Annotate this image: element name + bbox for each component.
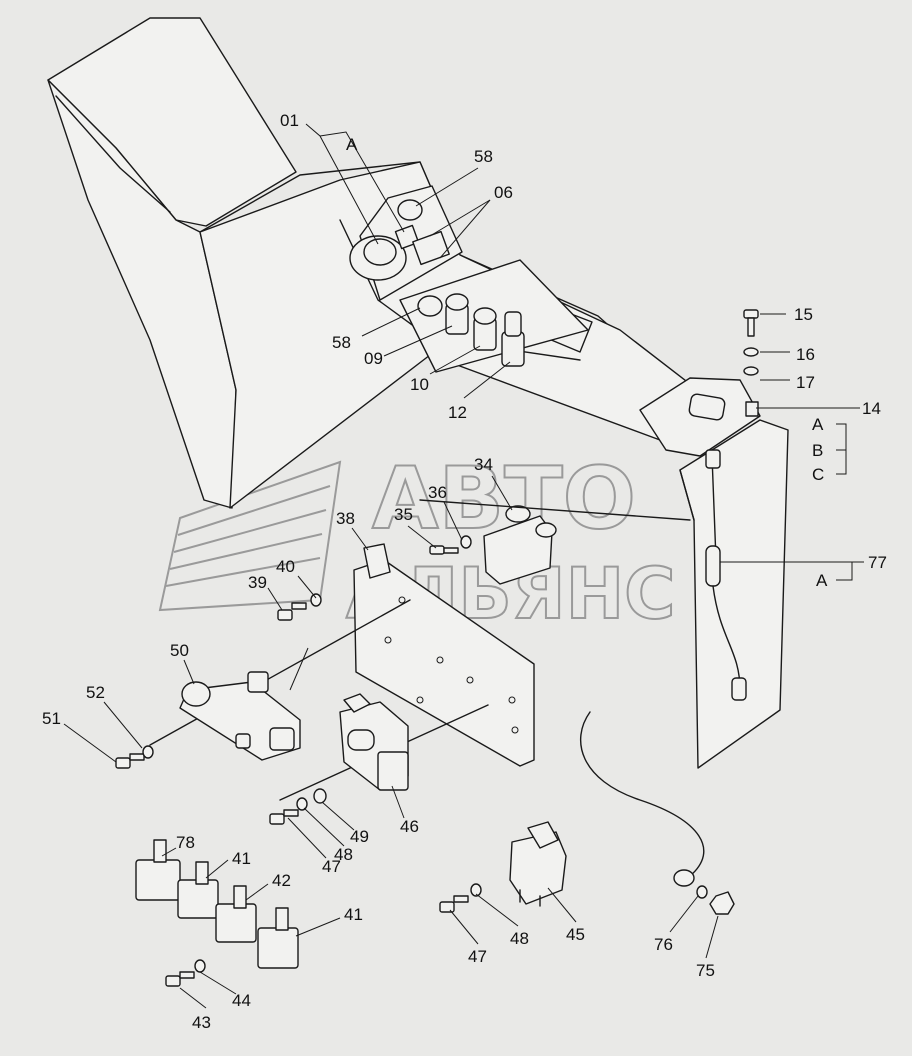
label-58-top: 58 [474, 147, 493, 166]
leader-lines [63, 123, 864, 1009]
label-41-upper: 41 [232, 849, 251, 868]
label-14-A: A [812, 415, 824, 434]
relay-45 [509, 821, 567, 907]
label-15: 15 [794, 305, 813, 324]
label-77-A: A [816, 571, 828, 590]
label-47-right: 47 [468, 947, 487, 966]
label-48: 48 [334, 845, 353, 864]
screws [277, 535, 472, 621]
small-relays [135, 839, 299, 969]
label-41-lower: 41 [344, 905, 363, 924]
label-44: 44 [232, 991, 251, 1010]
bolt-washers-15-17 [743, 309, 759, 376]
electrical-box [639, 377, 789, 769]
screw-43 [165, 959, 206, 987]
label-42: 42 [272, 871, 291, 890]
label-52: 52 [86, 683, 105, 702]
label-35: 35 [394, 505, 413, 524]
label-48-right: 48 [510, 929, 529, 948]
label-76: 76 [654, 935, 673, 954]
label-38: 38 [336, 509, 355, 528]
mounting-plate-38 [149, 499, 691, 801]
label-36: 36 [428, 483, 447, 502]
label-78: 78 [176, 833, 195, 852]
ground-cable [580, 711, 735, 915]
label-77: 77 [868, 553, 887, 572]
label-01: 01 [280, 111, 299, 130]
label-06: 06 [494, 183, 513, 202]
label-39: 39 [248, 573, 267, 592]
screws-47-48-right [439, 883, 482, 913]
label-14-C: C [812, 465, 824, 484]
relay-bracket-50 [179, 671, 301, 761]
label-45: 45 [566, 925, 585, 944]
label-49: 49 [350, 827, 369, 846]
label-14-B: B [812, 441, 823, 460]
label-14: 14 [862, 399, 881, 418]
label-51: 51 [42, 709, 61, 728]
label-09: 09 [364, 349, 383, 368]
label-40: 40 [276, 557, 295, 576]
label-A-01: A [346, 135, 358, 154]
label-17: 17 [796, 373, 815, 392]
label-75: 75 [696, 961, 715, 980]
label-43: 43 [192, 1013, 211, 1032]
label-10: 10 [410, 375, 429, 394]
label-58: 58 [332, 333, 351, 352]
label-12: 12 [448, 403, 467, 422]
label-16: 16 [796, 345, 815, 364]
label-34: 34 [474, 455, 493, 474]
key-switch [349, 199, 450, 317]
relay-46 [339, 693, 409, 791]
screws-47-48-49 [269, 788, 327, 825]
label-47: 47 [322, 857, 341, 876]
callout-labels: 01 A 58 06 58 09 10 12 15 16 17 14 A B C… [42, 111, 887, 1032]
screw-51 [115, 745, 154, 769]
label-50: 50 [170, 641, 189, 660]
label-46: 46 [400, 817, 419, 836]
